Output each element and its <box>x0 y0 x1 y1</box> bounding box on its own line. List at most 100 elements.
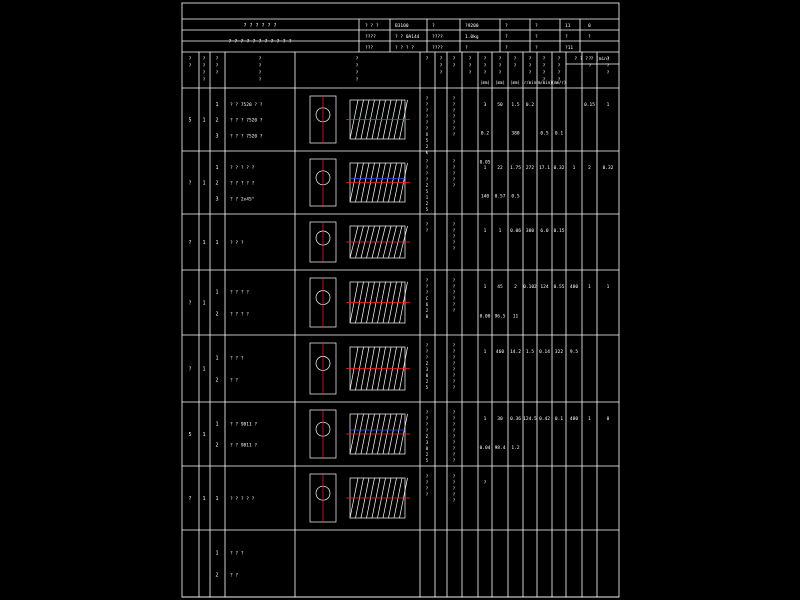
h-r1-7: 11 <box>565 23 571 29</box>
h-r2-8: ? <box>588 34 591 40</box>
step-number: 2 <box>215 311 218 317</box>
cell-value: 124 <box>540 284 548 290</box>
cell-value: 1.75 <box>510 165 521 171</box>
h-r2-5: ? <box>505 34 508 40</box>
cell-value: 272 <box>526 165 534 171</box>
step-number: 1 <box>215 550 218 556</box>
step-number: 3 <box>215 133 218 139</box>
cell-value: 0.2 <box>481 131 489 137</box>
unit-label: (mm) <box>495 80 505 85</box>
cell-value: 2 <box>514 284 517 290</box>
row-sequence: 1 <box>202 240 205 246</box>
cell-value: 0.42 <box>539 416 550 422</box>
column-header-c6: ? <box>426 56 429 62</box>
step-number: 2 <box>215 443 218 449</box>
cell-value: 1 <box>484 165 487 171</box>
part-sketch <box>309 221 410 263</box>
step-text: ? ? 9811 ? <box>230 421 257 427</box>
column-header-c13: ??? <box>529 56 532 76</box>
part-sketch <box>309 277 410 328</box>
column-header-c15: ???? <box>558 56 561 83</box>
unit-label: (r/min) <box>522 80 539 85</box>
cell-value: 0.32 <box>603 165 614 171</box>
column-header-c17: ?? <box>589 56 592 69</box>
tool-label: ???????? <box>453 343 456 390</box>
tool-label: ?????? <box>453 278 456 313</box>
row-sequence: 1 <box>202 118 205 124</box>
sheet-border <box>181 2 620 598</box>
h-r1-5: ? <box>505 23 508 29</box>
cell-value: 1 <box>607 102 610 108</box>
cell-value: 1.5 <box>526 349 534 355</box>
part-sketch <box>309 409 410 459</box>
cell-value: ? <box>484 480 487 486</box>
cell-value: 1.5 <box>511 102 519 108</box>
step-text: ? ? 9811 ? <box>230 443 257 449</box>
column-header-c12: ?? <box>514 56 517 69</box>
step-text: ? ? <box>230 573 238 579</box>
cell-value: 1 <box>573 165 576 171</box>
row-sequence: 1 <box>202 432 205 438</box>
tool-label: ????? <box>453 474 456 503</box>
part-sketch <box>309 95 410 144</box>
column-header-c3: ??? <box>216 56 219 76</box>
column-header-c18: ??? <box>607 56 610 76</box>
cell-value: 1 <box>484 416 487 422</box>
cell-value: 0.04 <box>480 445 491 451</box>
step-number: 1 <box>215 102 218 108</box>
table-grid <box>181 2 620 598</box>
column-header-c7: ??? <box>440 56 443 76</box>
step-number: 2 <box>215 573 218 579</box>
cell-value: 0.5 <box>511 194 519 200</box>
cell-value: 480 <box>570 284 578 290</box>
cell-value: 0.05 <box>480 159 491 165</box>
cell-value: 1 <box>484 284 487 290</box>
machine-label: ???? <box>426 474 429 497</box>
step-number: 2 <box>215 181 218 187</box>
header-title: ? ? ? ? ? ? <box>243 23 276 29</box>
step-number: 1 <box>215 496 218 502</box>
column-header-c5: ???? <box>356 56 359 83</box>
cell-value: 30 <box>497 416 503 422</box>
tool-label: ??????? <box>453 96 456 137</box>
h-r3-7: ?11 <box>565 45 573 51</box>
cell-value: 0.32 <box>554 165 565 171</box>
cell-value: 1 <box>607 284 610 290</box>
machine-label: ?? <box>426 222 429 233</box>
table-row: 1 ? ? ? 2 ? ? <box>215 550 243 578</box>
cell-value: 1 <box>588 416 591 422</box>
cell-value: 50 <box>497 102 503 108</box>
column-header-c11: ??? <box>499 56 502 76</box>
h-r1-8: 0 <box>588 23 591 29</box>
h-r2-1: ???? <box>365 34 376 40</box>
cell-value: 480 <box>570 416 578 422</box>
cell-value: 1.2 <box>511 445 519 451</box>
step-text: ? ? ? <box>230 550 244 556</box>
column-header-c2: ???? <box>203 56 206 83</box>
column-headers: ????????????????????????????????????????… <box>189 56 610 85</box>
step-number: 1 <box>215 421 218 427</box>
cell-value: 380 <box>511 131 519 137</box>
cell-value: 0.14 <box>539 349 550 355</box>
cell-value: 96.5 <box>495 314 506 320</box>
h-r1-1: ? ? ? <box>365 23 379 29</box>
step-text: ? ? ? <box>230 355 244 361</box>
part-sketch <box>309 158 410 207</box>
step-text: ? ? ? 7520 ? <box>230 133 263 139</box>
cell-value: 17.1 <box>539 165 550 171</box>
cell-value: 0.15 <box>584 102 595 108</box>
step-number: 2 <box>215 118 218 124</box>
step-text: ? ? ? ? <box>230 290 249 296</box>
header-subtitle: ? ? ? ? ? ? ? ? ? ? ? <box>228 39 291 45</box>
h-r1-2: B3100 <box>395 23 409 29</box>
step-text: ? ? ? ? ? <box>230 181 255 187</box>
